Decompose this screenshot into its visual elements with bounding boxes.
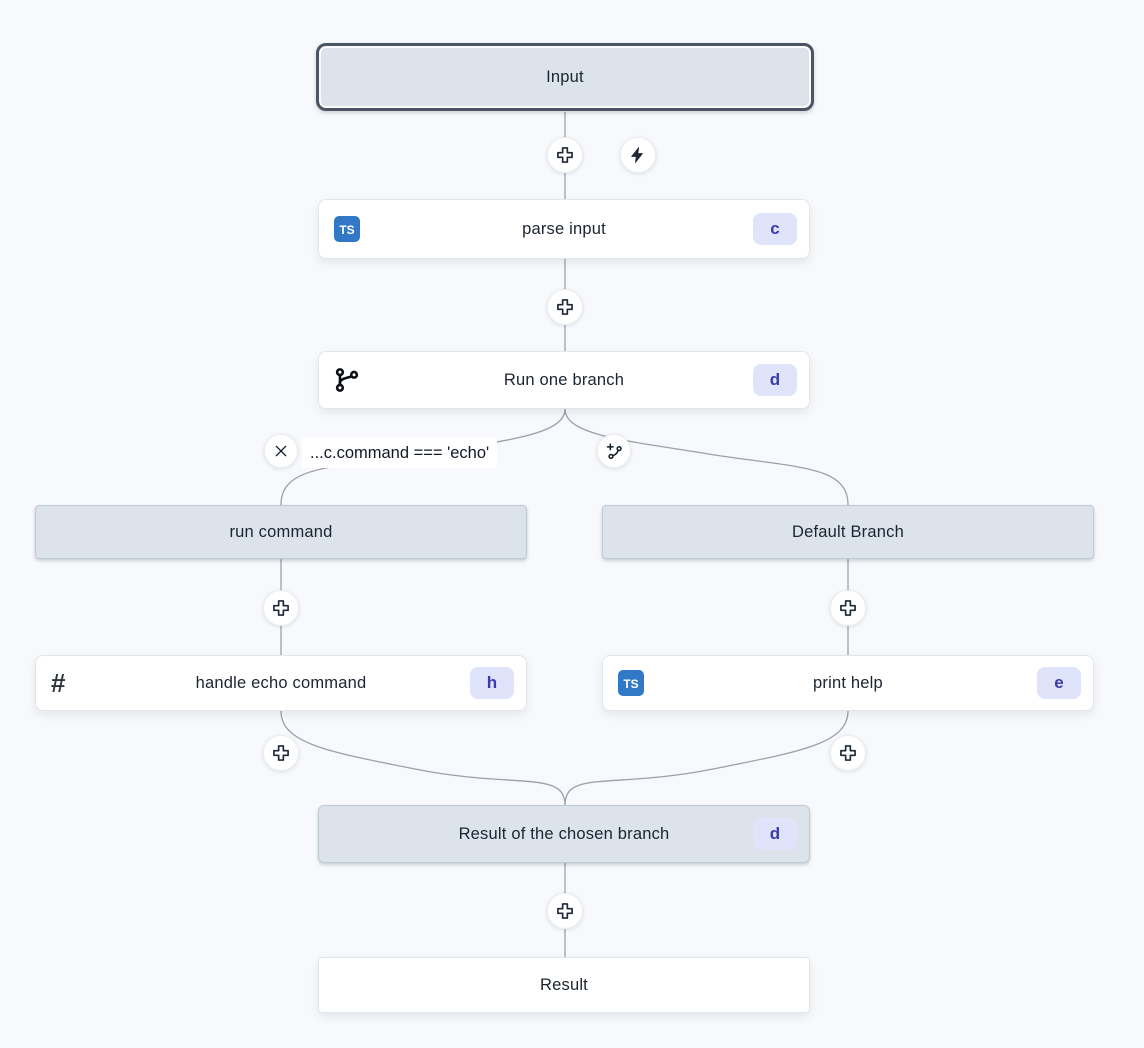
add-branch-button[interactable] bbox=[597, 434, 631, 468]
add-step-button[interactable] bbox=[830, 735, 866, 771]
add-step-button[interactable] bbox=[263, 590, 299, 626]
add-step-button[interactable] bbox=[547, 289, 583, 325]
step-id-badge: c bbox=[753, 213, 797, 245]
node-label: Result bbox=[540, 975, 588, 994]
trigger-button[interactable] bbox=[620, 137, 656, 173]
plus-icon bbox=[840, 600, 856, 616]
add-step-button[interactable] bbox=[547, 137, 583, 173]
bash-hash-icon: # bbox=[51, 668, 66, 698]
branch-header-default[interactable]: Default Branch bbox=[602, 505, 1094, 559]
add-step-button[interactable] bbox=[547, 893, 583, 929]
close-icon bbox=[275, 445, 287, 457]
typescript-icon: TS bbox=[334, 216, 360, 242]
step-label: print help bbox=[813, 673, 883, 692]
plus-icon bbox=[273, 600, 289, 616]
plus-icon bbox=[557, 299, 573, 315]
git-branch-icon bbox=[334, 367, 360, 393]
flow-step-handle-echo-command[interactable]: # handle echo command h bbox=[35, 655, 527, 711]
node-label: Result of the chosen branch bbox=[458, 824, 670, 843]
step-id-badge: h bbox=[470, 667, 514, 699]
add-step-button[interactable] bbox=[830, 590, 866, 626]
branch-label: Default Branch bbox=[792, 522, 904, 541]
branch-condition-label[interactable]: ...c.command === 'echo' bbox=[302, 438, 498, 468]
branch-label: run command bbox=[229, 522, 333, 541]
node-label: Input bbox=[546, 67, 584, 86]
remove-branch-button[interactable] bbox=[264, 434, 298, 468]
add-step-button[interactable] bbox=[263, 735, 299, 771]
flow-node-branch-result[interactable]: Result of the chosen branch d bbox=[318, 805, 810, 863]
step-label: parse input bbox=[522, 219, 606, 238]
plus-icon bbox=[557, 147, 573, 163]
plus-icon bbox=[273, 745, 289, 761]
flow-node-input[interactable]: Input bbox=[316, 43, 814, 111]
lightning-bolt-icon bbox=[631, 147, 643, 163]
step-id-badge: d bbox=[753, 364, 797, 396]
step-id-badge: d bbox=[753, 818, 797, 850]
step-id-badge: e bbox=[1037, 667, 1081, 699]
plus-icon bbox=[840, 745, 856, 761]
flow-step-print-help[interactable]: TS print help e bbox=[602, 655, 1094, 711]
plus-icon bbox=[557, 903, 573, 919]
step-label: handle echo command bbox=[195, 673, 367, 692]
flow-step-run-one-branch[interactable]: Run one branch d bbox=[318, 351, 810, 409]
step-label: Run one branch bbox=[503, 370, 625, 389]
flow-node-result[interactable]: Result bbox=[318, 957, 810, 1013]
branch-plus-icon bbox=[606, 442, 622, 459]
branch-header-run-command[interactable]: run command bbox=[35, 505, 527, 559]
typescript-icon: TS bbox=[618, 670, 644, 696]
flow-step-parse-input[interactable]: TS parse input c bbox=[318, 199, 810, 259]
